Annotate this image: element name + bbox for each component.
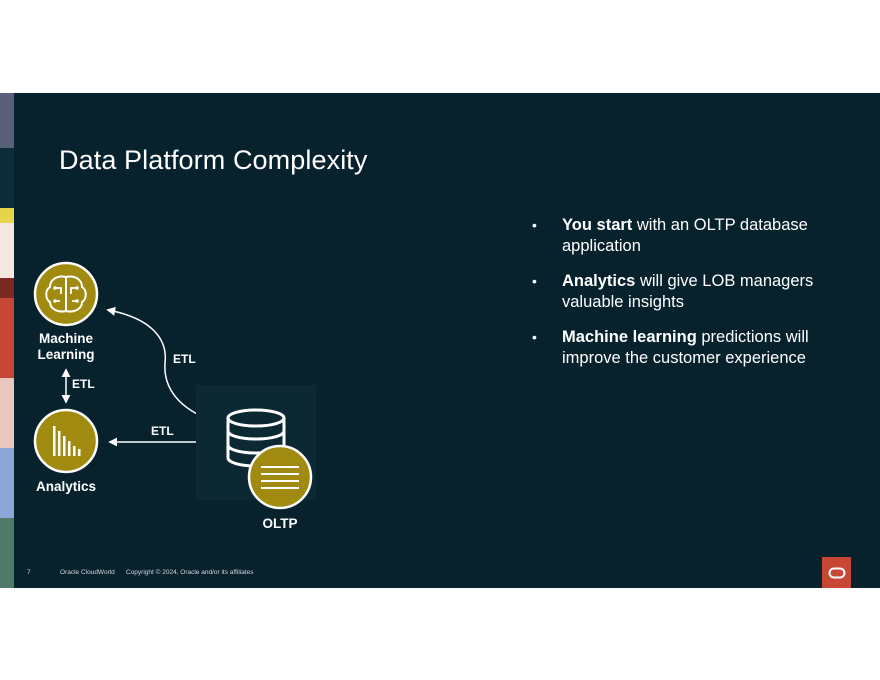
ml-label-line2: Learning — [37, 347, 95, 362]
diagram-graphics — [33, 261, 316, 510]
ml-label-line1: Machine — [38, 331, 93, 346]
decorative-art-strip — [0, 93, 14, 588]
bullet-dot: • — [532, 329, 537, 345]
bullet-dot: • — [532, 217, 537, 233]
bullet-bold: Analytics — [562, 272, 636, 290]
copyright-text: Copyright © 2024, Oracle and/or its affi… — [126, 569, 254, 576]
bullet-text: will give LOB managers valuable insights — [562, 272, 814, 311]
oracle-logo — [822, 557, 851, 588]
slide-title: Data Platform Complexity — [59, 145, 368, 175]
brain-icon — [33, 261, 99, 327]
etl-label-analytics-oltp: ETL — [151, 424, 174, 438]
architecture-diagram: Machine Learning Analytics OLTP ETL ETL … — [0, 93, 440, 588]
bullet-text: predictions will improve the customer ex… — [562, 328, 809, 367]
event-name: Oracle CloudWorld — [60, 569, 115, 576]
slide: Data Platform Complexity — [0, 93, 880, 588]
database-icon — [196, 385, 316, 510]
etl-label-ml-analytics: ETL — [72, 377, 95, 391]
etl-arrow-ml-oltp — [106, 306, 224, 427]
oltp-label: OLTP — [262, 516, 298, 531]
bullet-bold: You start — [562, 216, 633, 234]
analytics-label: Analytics — [35, 479, 97, 494]
etl-label-ml-oltp: ETL — [173, 352, 196, 366]
bullet-bold: Machine learning — [562, 328, 697, 346]
bullet-item: • You start with an OLTP database applic… — [532, 215, 852, 257]
machine-learning-label: Machine Learning — [31, 331, 101, 363]
oracle-logo-icon — [828, 567, 845, 578]
bullet-dot: • — [532, 273, 537, 289]
bullet-text: with an OLTP database application — [562, 216, 808, 255]
bullet-item: • Analytics will give LOB managers valua… — [532, 271, 852, 313]
page-number: 7 — [27, 569, 31, 576]
bullet-list: • You start with an OLTP database applic… — [532, 215, 852, 383]
bar-chart-icon — [33, 408, 99, 474]
bullet-item: • Machine learning predictions will impr… — [532, 327, 852, 369]
slide-footer: 7 Oracle CloudWorld Copyright © 2024, Or… — [0, 569, 880, 583]
